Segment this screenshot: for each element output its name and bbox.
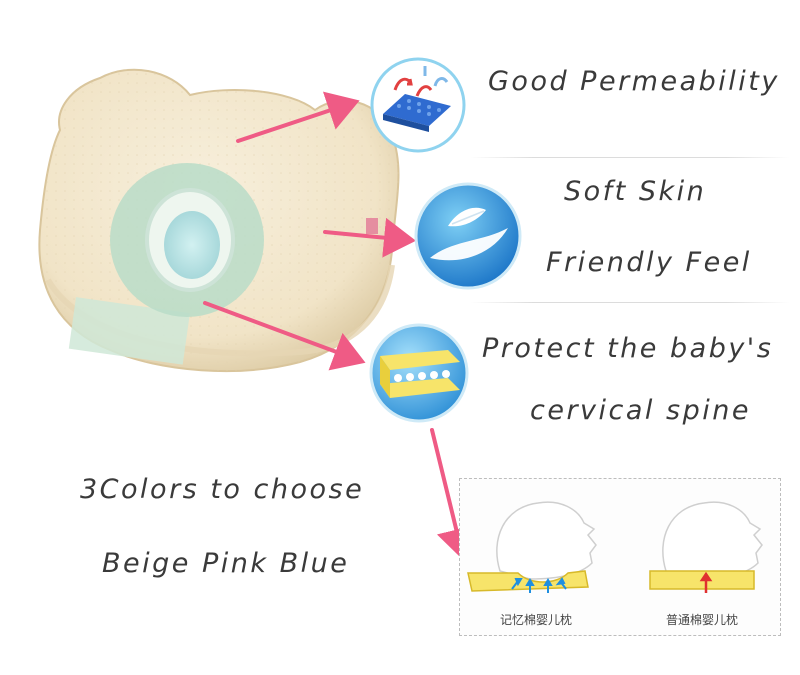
feather-icon bbox=[414, 182, 522, 290]
ordinary-pillow-caption: 普通棉婴儿枕 bbox=[666, 613, 739, 627]
arrow-soft-skin bbox=[323, 217, 416, 258]
mesh-airflow-icon bbox=[370, 57, 466, 153]
feature-cervical-spine: cervical spine bbox=[530, 395, 751, 426]
colors-heading: 3Colors to choose bbox=[80, 474, 365, 505]
feature-friendly-feel: Friendly Feel bbox=[546, 247, 752, 278]
arrow-protect-spine bbox=[203, 301, 366, 371]
feature-protect: Protect the baby's bbox=[482, 333, 774, 364]
pillow-comparison-panel: 记忆棉婴儿枕 普通棉婴儿枕 bbox=[459, 478, 781, 636]
feature-soft-skin: Soft Skin bbox=[564, 176, 707, 207]
divider bbox=[470, 302, 790, 303]
arrow-permeability bbox=[236, 91, 360, 143]
memory-foam-caption: 记忆棉婴儿枕 bbox=[500, 613, 573, 627]
foam-layer-icon bbox=[369, 323, 469, 423]
divider bbox=[470, 157, 790, 158]
head-silhouette-memory bbox=[467, 501, 763, 593]
arrow-comparison bbox=[430, 428, 476, 561]
feature-good-permeability: Good Permeability bbox=[488, 66, 780, 97]
colors-list: Beige Pink Blue bbox=[102, 548, 350, 579]
